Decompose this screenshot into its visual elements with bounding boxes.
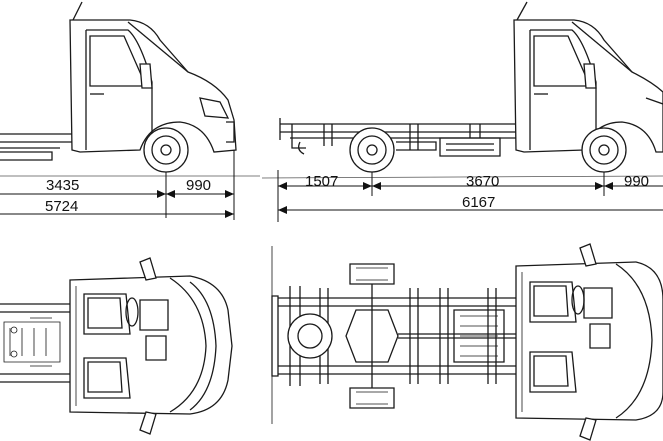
dim-short-3435: 3435 <box>46 177 79 194</box>
side-view-short-chassis <box>0 1 260 177</box>
dim-long-990: 990 <box>624 173 649 190</box>
dim-long-6167: 6167 <box>462 194 495 211</box>
dim-short-990: 990 <box>186 177 211 194</box>
dim-long-1507: 1507 <box>305 173 338 190</box>
dims-short: 3435 990 5724 <box>0 150 235 220</box>
top-view-short-chassis <box>0 257 233 435</box>
top-view-long-chassis <box>271 243 663 441</box>
side-view-long-chassis <box>261 1 663 179</box>
dims-long: 1507 3670 990 6167 <box>277 170 663 222</box>
dim-long-3670: 3670 <box>466 173 499 190</box>
dim-short-5724: 5724 <box>45 198 78 215</box>
